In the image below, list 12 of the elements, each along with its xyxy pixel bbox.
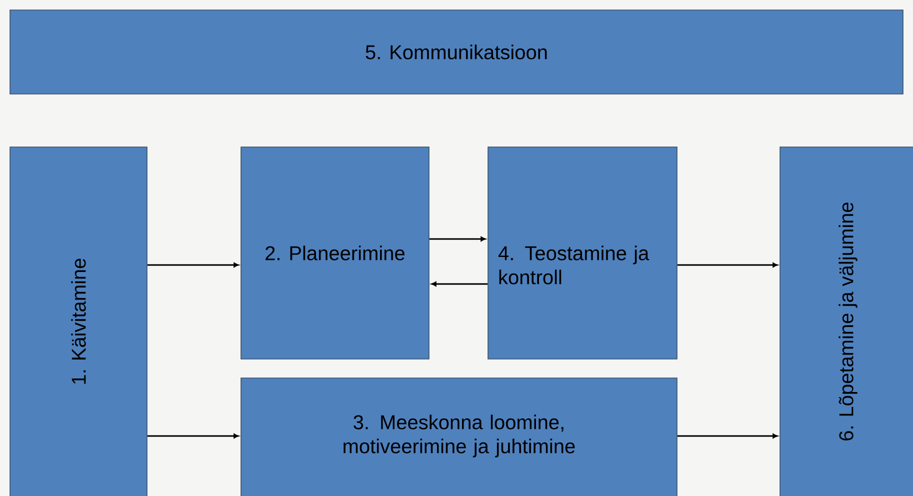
arrow <box>431 282 488 286</box>
arrow <box>147 434 239 438</box>
phase-box: 3. Meeskonna loomine, motiveerimine ja juhtimine <box>240 378 678 496</box>
arrow <box>147 262 239 268</box>
arrow <box>677 262 778 268</box>
phase-box: 2. Planeerimine <box>240 146 430 360</box>
phase-box: 4. Teostamine ja kontroll <box>488 146 678 360</box>
arrow <box>677 434 778 438</box>
arrow <box>429 236 486 242</box>
phase-box: 6. Lõpetamine ja väljumine <box>780 146 913 496</box>
phase-box: 1. Käivitamine <box>10 146 148 496</box>
process-band: 5. Kommunikatsioon <box>10 10 904 94</box>
